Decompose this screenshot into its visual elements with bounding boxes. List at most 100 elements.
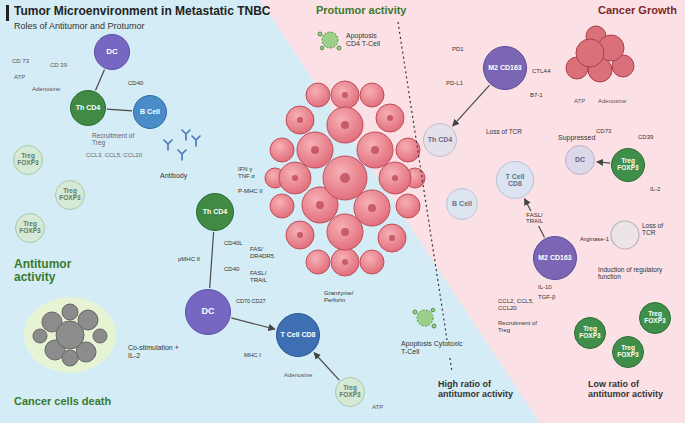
divider-line bbox=[398, 22, 452, 372]
cell-label: M2 CD163 bbox=[488, 64, 521, 71]
tumor-mass bbox=[265, 81, 425, 276]
tumor-mass bbox=[376, 104, 404, 132]
tumor-nuclei bbox=[387, 115, 393, 121]
cell-label: Th CD4 bbox=[76, 104, 101, 111]
tumor-nuclei bbox=[389, 235, 395, 241]
annotation-label: ATP bbox=[372, 404, 383, 411]
tumor-mass bbox=[286, 106, 314, 134]
annotation-label: Antitumor activity bbox=[14, 258, 94, 284]
antibody-symbol bbox=[192, 136, 200, 146]
cell-label: B Cell bbox=[452, 200, 472, 207]
annotation-label: IL-2 bbox=[650, 186, 660, 193]
cell-node: DC bbox=[94, 34, 130, 70]
cell-label: T Cell CD8 bbox=[280, 331, 315, 338]
antibody-symbol bbox=[164, 130, 200, 160]
dead-cancer-cells bbox=[62, 304, 78, 320]
tumor-nuclei bbox=[340, 173, 350, 183]
cancer-growth-cluster bbox=[566, 26, 634, 82]
tumor-nuclei bbox=[341, 228, 349, 236]
dead-cell-glow bbox=[24, 297, 116, 373]
annotation-label: Roles of Antitumor and Protumor bbox=[14, 22, 145, 32]
tumor-mass bbox=[331, 81, 359, 109]
annotation-label: Low ratio of antitumor activity bbox=[588, 380, 680, 400]
cell-node: M2 CD163 bbox=[533, 236, 577, 280]
annotation-label: Suppressed bbox=[558, 134, 595, 142]
cell-node: T Cell CD8 bbox=[496, 161, 534, 199]
annotation-label: CD 39 bbox=[50, 62, 67, 69]
tumor-mass bbox=[306, 83, 330, 107]
cell-label: M2 CD163 bbox=[538, 254, 571, 261]
dead-cancer-cells bbox=[33, 304, 107, 366]
apoptotic-cell bbox=[320, 46, 324, 50]
annotation-label: CTLA4 bbox=[532, 68, 551, 75]
annotation-label: Granzyme/ Perforin bbox=[324, 290, 358, 303]
cell-label: T Cell CD8 bbox=[500, 173, 530, 188]
tumor-nuclei bbox=[297, 117, 303, 123]
tumor-mass bbox=[327, 107, 363, 143]
tumor-nuclei bbox=[311, 146, 319, 154]
cell-label: B Cell bbox=[140, 108, 160, 115]
cell-node: Th CD4 bbox=[70, 90, 106, 126]
cell-label: Treg FOXP3 bbox=[339, 385, 361, 399]
tumor-nuclei bbox=[316, 201, 324, 209]
cell-node: Th CD4 bbox=[196, 193, 234, 231]
apoptotic-cell bbox=[318, 32, 436, 328]
cell-node: B Cell bbox=[446, 188, 478, 220]
cell-label: Treg FOXP3 bbox=[578, 326, 602, 340]
annotation-label: Co-stimulation + IL-2 bbox=[128, 344, 182, 359]
annotation-label: MHC I bbox=[244, 352, 261, 359]
connector bbox=[597, 162, 610, 163]
tumor-mass bbox=[354, 190, 390, 226]
annotation-label: Recruitment of Treg bbox=[498, 320, 544, 333]
cell-node: Treg FOXP3 bbox=[612, 336, 644, 368]
cell-label: Treg FOXP3 bbox=[17, 153, 39, 167]
tumor-nuclei bbox=[292, 92, 398, 265]
cell-label: Th CD4 bbox=[428, 136, 453, 143]
cancer-growth-cluster bbox=[576, 39, 604, 67]
antitumor-ground bbox=[0, 0, 540, 423]
annotation-label: pMHC II bbox=[178, 256, 200, 263]
cell-node: DC bbox=[565, 145, 595, 175]
annotation-label: ATP bbox=[14, 74, 25, 81]
faded-cell bbox=[611, 221, 639, 249]
annotation-label: High ratio of antitumor activity bbox=[438, 380, 524, 400]
annotation-label: Adenosine bbox=[598, 98, 626, 105]
antibody-symbol bbox=[182, 130, 190, 140]
tumor-mass bbox=[286, 221, 314, 249]
annotation-label: CCL2, CCL5, CCL20 bbox=[498, 298, 544, 311]
tumor-nuclei bbox=[368, 204, 376, 212]
diagram-title: Tumor Microenvironment in Metastatic TNB… bbox=[14, 5, 270, 18]
cell-label: Treg FOXP3 bbox=[616, 345, 640, 359]
apoptotic-cell bbox=[431, 308, 435, 312]
annotation-label: CD73 bbox=[596, 128, 611, 135]
cell-node: Treg FOXP3 bbox=[13, 145, 43, 175]
annotation-label: CD 73 bbox=[12, 58, 29, 65]
annotation-label: CD40L bbox=[224, 240, 243, 247]
cell-node: Treg FOXP3 bbox=[15, 213, 45, 243]
tumor-nuclei bbox=[341, 121, 349, 129]
tumor-mass bbox=[270, 194, 294, 218]
dead-cancer-cells bbox=[62, 350, 78, 366]
annotation-label: Induction of regulatory function bbox=[598, 266, 672, 280]
connector bbox=[95, 69, 104, 90]
annotation-label: CD39 bbox=[638, 134, 653, 141]
tumor-mass bbox=[297, 132, 333, 168]
cell-node: Treg FOXP3 bbox=[611, 148, 645, 182]
connector bbox=[107, 109, 132, 111]
connector bbox=[210, 232, 214, 288]
annotation-label: Cancer cells death bbox=[14, 395, 111, 407]
cell-label: Treg FOXP3 bbox=[59, 188, 81, 202]
tumor-mass bbox=[279, 162, 311, 194]
annotation-label: Recruitment of Treg bbox=[92, 132, 140, 146]
cell-label: Treg FOXP3 bbox=[19, 221, 41, 235]
annotation-label: ATP bbox=[574, 98, 585, 105]
cell-node: M2 CD163 bbox=[483, 46, 527, 90]
connector bbox=[314, 353, 339, 380]
annotation-label: Adenosine bbox=[32, 86, 60, 93]
dead-cell-glow bbox=[24, 297, 116, 373]
annotation-label: CD40 bbox=[128, 80, 143, 87]
annotation-label: Apoptosis CD4 T-Cell bbox=[346, 32, 392, 47]
apoptotic-cell bbox=[322, 32, 338, 48]
cell-node: T Cell CD8 bbox=[276, 313, 320, 357]
dead-cancer-cells bbox=[93, 329, 107, 343]
